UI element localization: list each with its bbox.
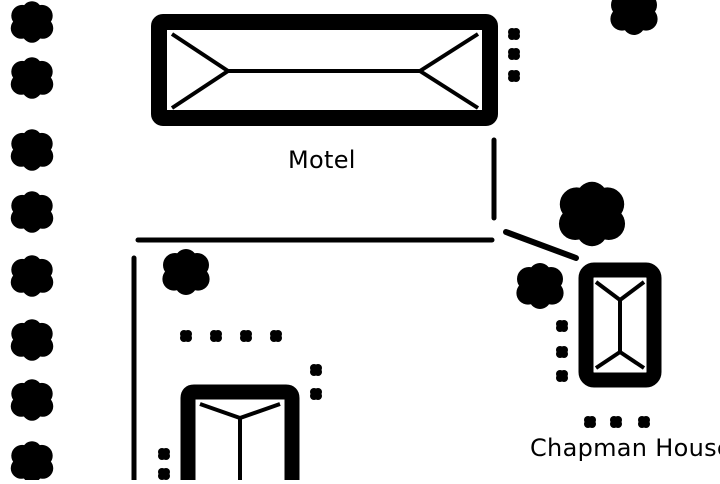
tree-icon <box>610 0 658 35</box>
shrub-icon <box>158 448 170 460</box>
shrub-icon <box>310 364 322 376</box>
tree-icon <box>10 57 54 99</box>
paths <box>131 137 579 484</box>
trees <box>10 0 658 483</box>
shrub-icon <box>270 330 282 342</box>
lower-left-building-outline <box>180 384 300 484</box>
tree-icon <box>10 191 54 233</box>
shrub-icon <box>556 370 568 382</box>
motel-outline <box>151 14 498 126</box>
tree-icon <box>558 181 626 247</box>
chapman-house-roof-hip-top <box>594 280 646 303</box>
tree-icon <box>10 129 54 171</box>
shrub-icon <box>508 48 520 60</box>
diagonal-path <box>503 229 579 261</box>
tree-icon <box>10 319 54 361</box>
shrubs <box>158 28 650 480</box>
tree-icon <box>10 1 54 43</box>
tree-icon <box>10 255 54 297</box>
shrub-icon <box>240 330 252 342</box>
lower-left-building-roof-hip <box>199 402 281 421</box>
shrub-icon <box>508 70 520 82</box>
shrub-icon <box>610 416 622 428</box>
chapman-house-building <box>578 262 662 388</box>
shrub-icon <box>638 416 650 428</box>
tree-icon <box>162 249 210 295</box>
motel-label: Motel <box>288 146 356 174</box>
shrub-icon <box>584 416 596 428</box>
shrub-icon <box>556 320 568 332</box>
chapman-house-label: Chapman House <box>530 434 720 462</box>
motel-roof-hip-right <box>416 32 480 110</box>
shrub-icon <box>158 468 170 480</box>
tree-icon <box>10 441 54 483</box>
chapman-house-roof-hip-bottom <box>594 349 646 370</box>
shrub-icon <box>180 330 192 342</box>
shrub-icon <box>508 28 520 40</box>
lower-left-building <box>180 384 300 484</box>
tree-icon <box>10 379 54 421</box>
shrub-icon <box>556 346 568 358</box>
motel-roof-hip-left <box>170 32 232 110</box>
tree-icon <box>516 263 564 309</box>
shrub-icon <box>310 388 322 400</box>
shrub-icon <box>210 330 222 342</box>
motel-building <box>151 14 498 126</box>
chapman-house-outline <box>578 262 662 388</box>
